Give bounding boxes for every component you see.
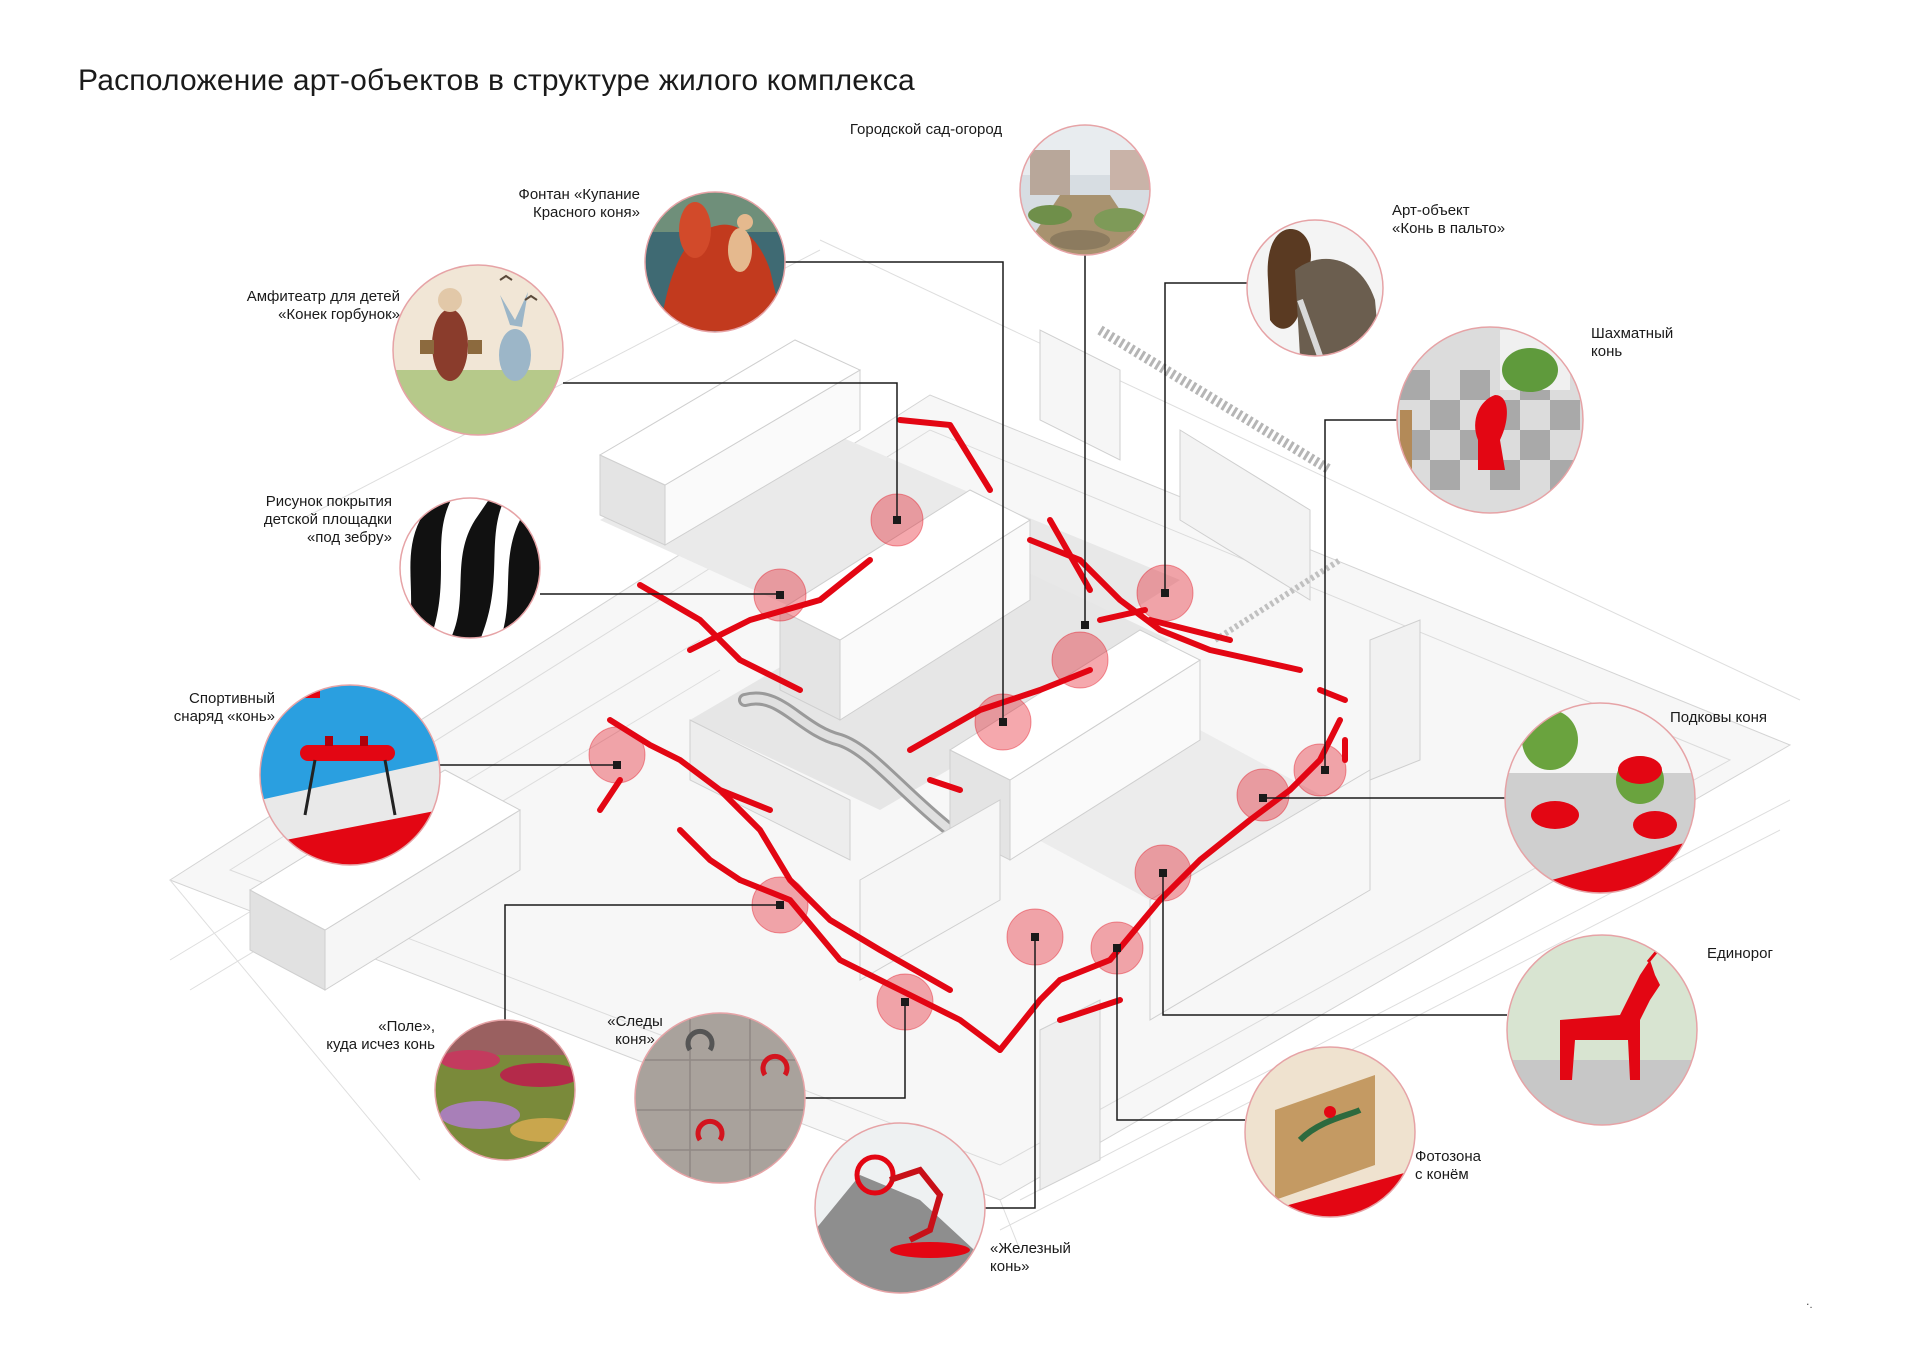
label-chess: Шахматный конь (1591, 325, 1674, 360)
page-title: Расположение арт-объектов в структуре жи… (78, 64, 915, 97)
label-amphitheatre: Амфитеатр для детей «Конек горбунок» (246, 288, 400, 323)
label-tracks: «Следы коня» (607, 1013, 663, 1048)
buildings (248, 325, 1421, 1191)
pommel-horse-render-icon (259, 684, 441, 866)
horse-in-coat-photo-icon (1246, 219, 1384, 357)
label-horseshoes: Подковы коня (1670, 709, 1768, 726)
flower-field-photo-icon (434, 1019, 576, 1161)
label-photozone: Фотозона с конём (1415, 1148, 1481, 1183)
chess-knight-photo-icon (1396, 326, 1584, 514)
label-iron-horse: «Железный конь» (990, 1240, 1071, 1275)
zebra-pattern-icon (399, 497, 541, 639)
iron-horse-sculpture-icon (814, 1122, 986, 1294)
label-coat-horse: Арт-объект «Конь в пальто» (1392, 202, 1506, 237)
label-unicorn: Единорог (1707, 945, 1773, 962)
painting-red-horse-icon (644, 191, 786, 333)
leader-lines (440, 255, 1507, 1209)
leader-dots (613, 516, 1329, 1006)
footnote-mark: ‧. (1806, 1299, 1813, 1311)
red-unicorn-sculpture-icon (1506, 934, 1698, 1126)
fairy-tale-illustration-icon (392, 264, 564, 436)
label-fountain: Фонтан «Купание Красного коня» (518, 186, 640, 221)
label-garden: Городской сад-огород (849, 121, 1003, 138)
horseshoe-planters-render-icon (1504, 702, 1696, 894)
label-zebra: Рисунок покрытия детской площадки «под з… (263, 493, 392, 546)
label-field: «Поле», куда исчез конь (326, 1018, 435, 1053)
photozone-panel-render-icon (1244, 1046, 1416, 1218)
horseshoe-tracks-paving-icon (634, 1012, 806, 1184)
garden-photo-icon (1019, 124, 1151, 256)
label-pommel: Спортивный снаряд «конь» (173, 690, 275, 725)
